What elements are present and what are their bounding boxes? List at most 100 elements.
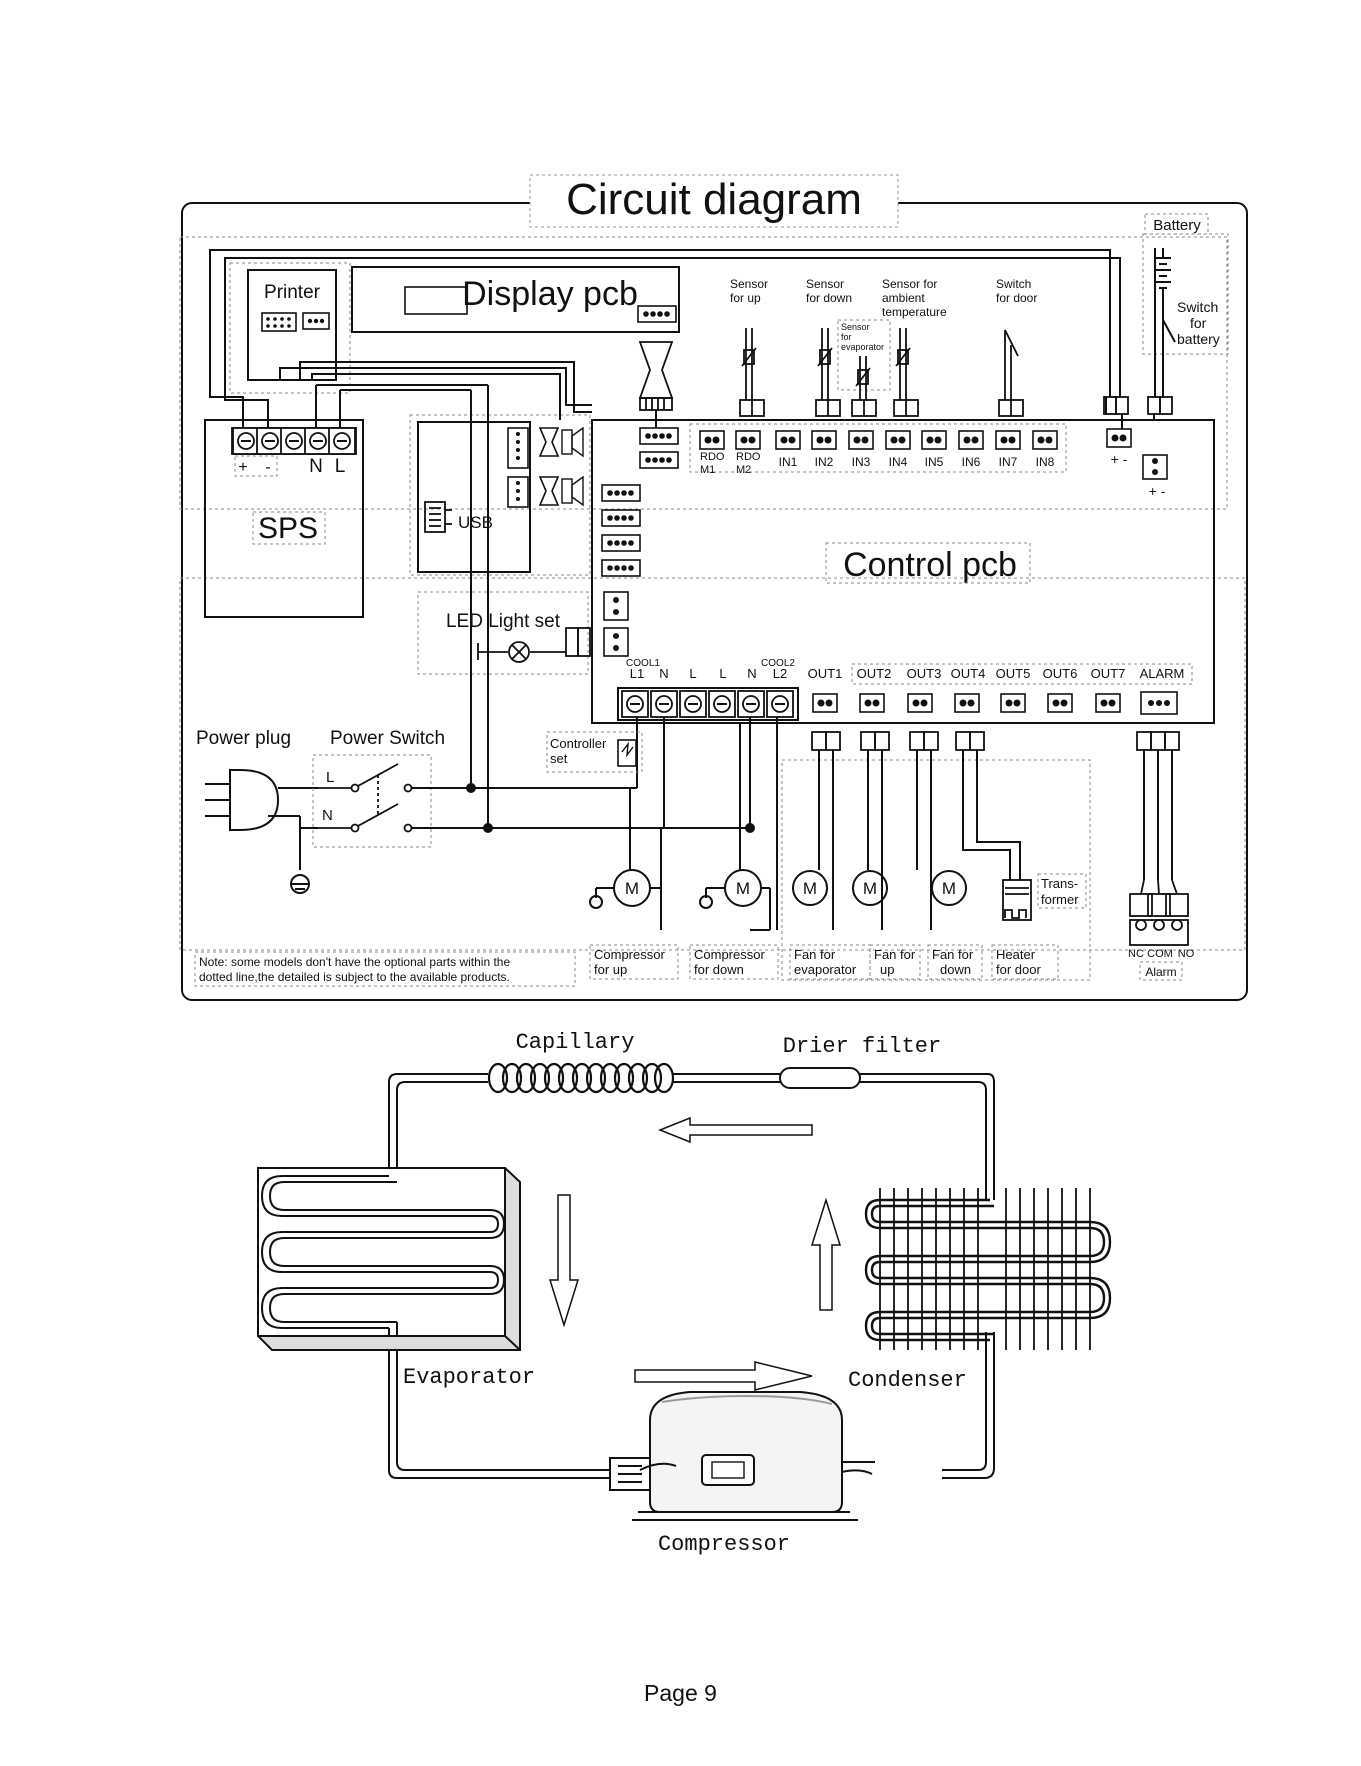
compressor-icon [609,1391,875,1521]
svg-text:OUT1: OUT1 [808,666,843,681]
battery-switch-icon [1162,319,1176,343]
evaporator-icon [257,1167,521,1351]
power-terminal-labels: L1 N L L N L2 [630,666,787,681]
usb-label: USB [458,513,493,532]
power-plug-icon [205,769,318,894]
optional-parts-note: Note: some models don't have the optiona… [199,955,510,984]
power-switch-label: Power Switch [330,728,445,749]
svg-text:L: L [326,769,334,786]
svg-text:L1: L1 [630,666,644,681]
svg-text:-: - [265,459,270,476]
svg-text:NC: NC [1128,948,1144,960]
svg-text:L: L [719,666,726,681]
svg-text:IN6: IN6 [962,455,981,469]
svg-text:L: L [335,456,346,477]
display-pcb-box [351,266,680,333]
svg-text:OUT6: OUT6 [1043,666,1078,681]
control-pcb-board [591,419,1215,724]
svg-text:M: M [803,879,817,898]
internal-wiring [209,249,1129,429]
alarm-label: Alarm [1145,965,1176,979]
capillary-label: Capillary [516,1030,635,1055]
svg-text:IN4: IN4 [889,455,908,469]
power-switch-icon [318,763,413,833]
svg-text:NO: NO [1178,948,1195,960]
flow-arrow-up [810,1197,842,1311]
evaporator-label: Evaporator [403,1365,535,1390]
circuit-diagram: Circuit diagram Battery Switch for batte… [179,174,1248,1001]
svg-text:M: M [942,879,956,898]
svg-text:N: N [322,807,333,824]
condenser-label: Condenser [848,1368,967,1393]
svg-text:IN3: IN3 [852,455,871,469]
svg-text:IN7: IN7 [999,455,1018,469]
thermistor-sensors [739,328,1024,417]
svg-text:IN1: IN1 [779,455,798,469]
svg-text:L: L [689,666,696,681]
compressor-label: Compressor [658,1532,790,1557]
condenser-icon [864,1188,1112,1350]
capillary-coil-icon [487,1062,675,1094]
output-labels: OUT1 OUT2 OUT3 OUT4 OUT5 OUT6 OUT7 ALARM [808,666,1185,681]
alarm-relay-icon [1129,879,1189,946]
compressor-motors [589,717,778,931]
fan-heater-wiring [818,750,1173,930]
svg-text:RDO: RDO [700,451,725,463]
svg-text:+: + [238,459,247,476]
transformer-label: Trans-former [1041,876,1079,907]
svg-text:L2: L2 [773,666,787,681]
ribbon-connector-icon [638,341,674,411]
svg-text:OUT2: OUT2 [857,666,892,681]
svg-text:OUT5: OUT5 [996,666,1031,681]
svg-text:RDO: RDO [736,451,761,463]
svg-text:N: N [747,666,756,681]
circuit-frame [181,202,1248,1001]
svg-text:OUT7: OUT7 [1091,666,1126,681]
sps-label: SPS [258,512,318,545]
printer-label: Printer [264,282,321,303]
flow-arrow-down [548,1194,580,1328]
circuit-title: Circuit diagram [566,175,862,224]
power-plug-label: Power plug [196,728,291,749]
svg-text:M2: M2 [736,464,751,476]
fan-up-motor-icon [852,870,888,906]
svg-text:M: M [625,879,639,898]
svg-text:OUT4: OUT4 [951,666,986,681]
printer-box [247,269,337,381]
drier-filter-label: Drier filter [783,1034,941,1059]
svg-text:+ -: + - [1111,451,1128,467]
page-number: Page 9 [644,1680,717,1706]
led-label: LED Light set [446,611,561,632]
lamp-icon [477,627,591,663]
svg-text:COM: COM [1147,948,1173,960]
switch-for-battery-label: Switch for battery [1177,299,1222,347]
svg-text:M1: M1 [700,464,715,476]
svg-text:ALARM: ALARM [1140,666,1185,681]
refrigeration-cycle-diagram: Capillary Drier filter [257,1030,1112,1557]
svg-text:N: N [659,666,668,681]
svg-text:IN5: IN5 [925,455,944,469]
svg-text:M: M [863,879,877,898]
mains-bus-wires [315,384,755,833]
refrigerant-pipes [388,1073,995,1479]
flow-arrow-right [634,1361,813,1391]
transformer-icon [1002,879,1032,921]
svg-text:IN2: IN2 [815,455,834,469]
usb-connector-icon [424,501,452,533]
battery-label: Battery [1153,217,1201,234]
svg-text:N: N [309,456,323,477]
sps-box [204,419,364,618]
usb-box [417,421,531,573]
svg-text:COOL1: COOL1 [626,658,660,669]
svg-text:OUT3: OUT3 [907,666,942,681]
